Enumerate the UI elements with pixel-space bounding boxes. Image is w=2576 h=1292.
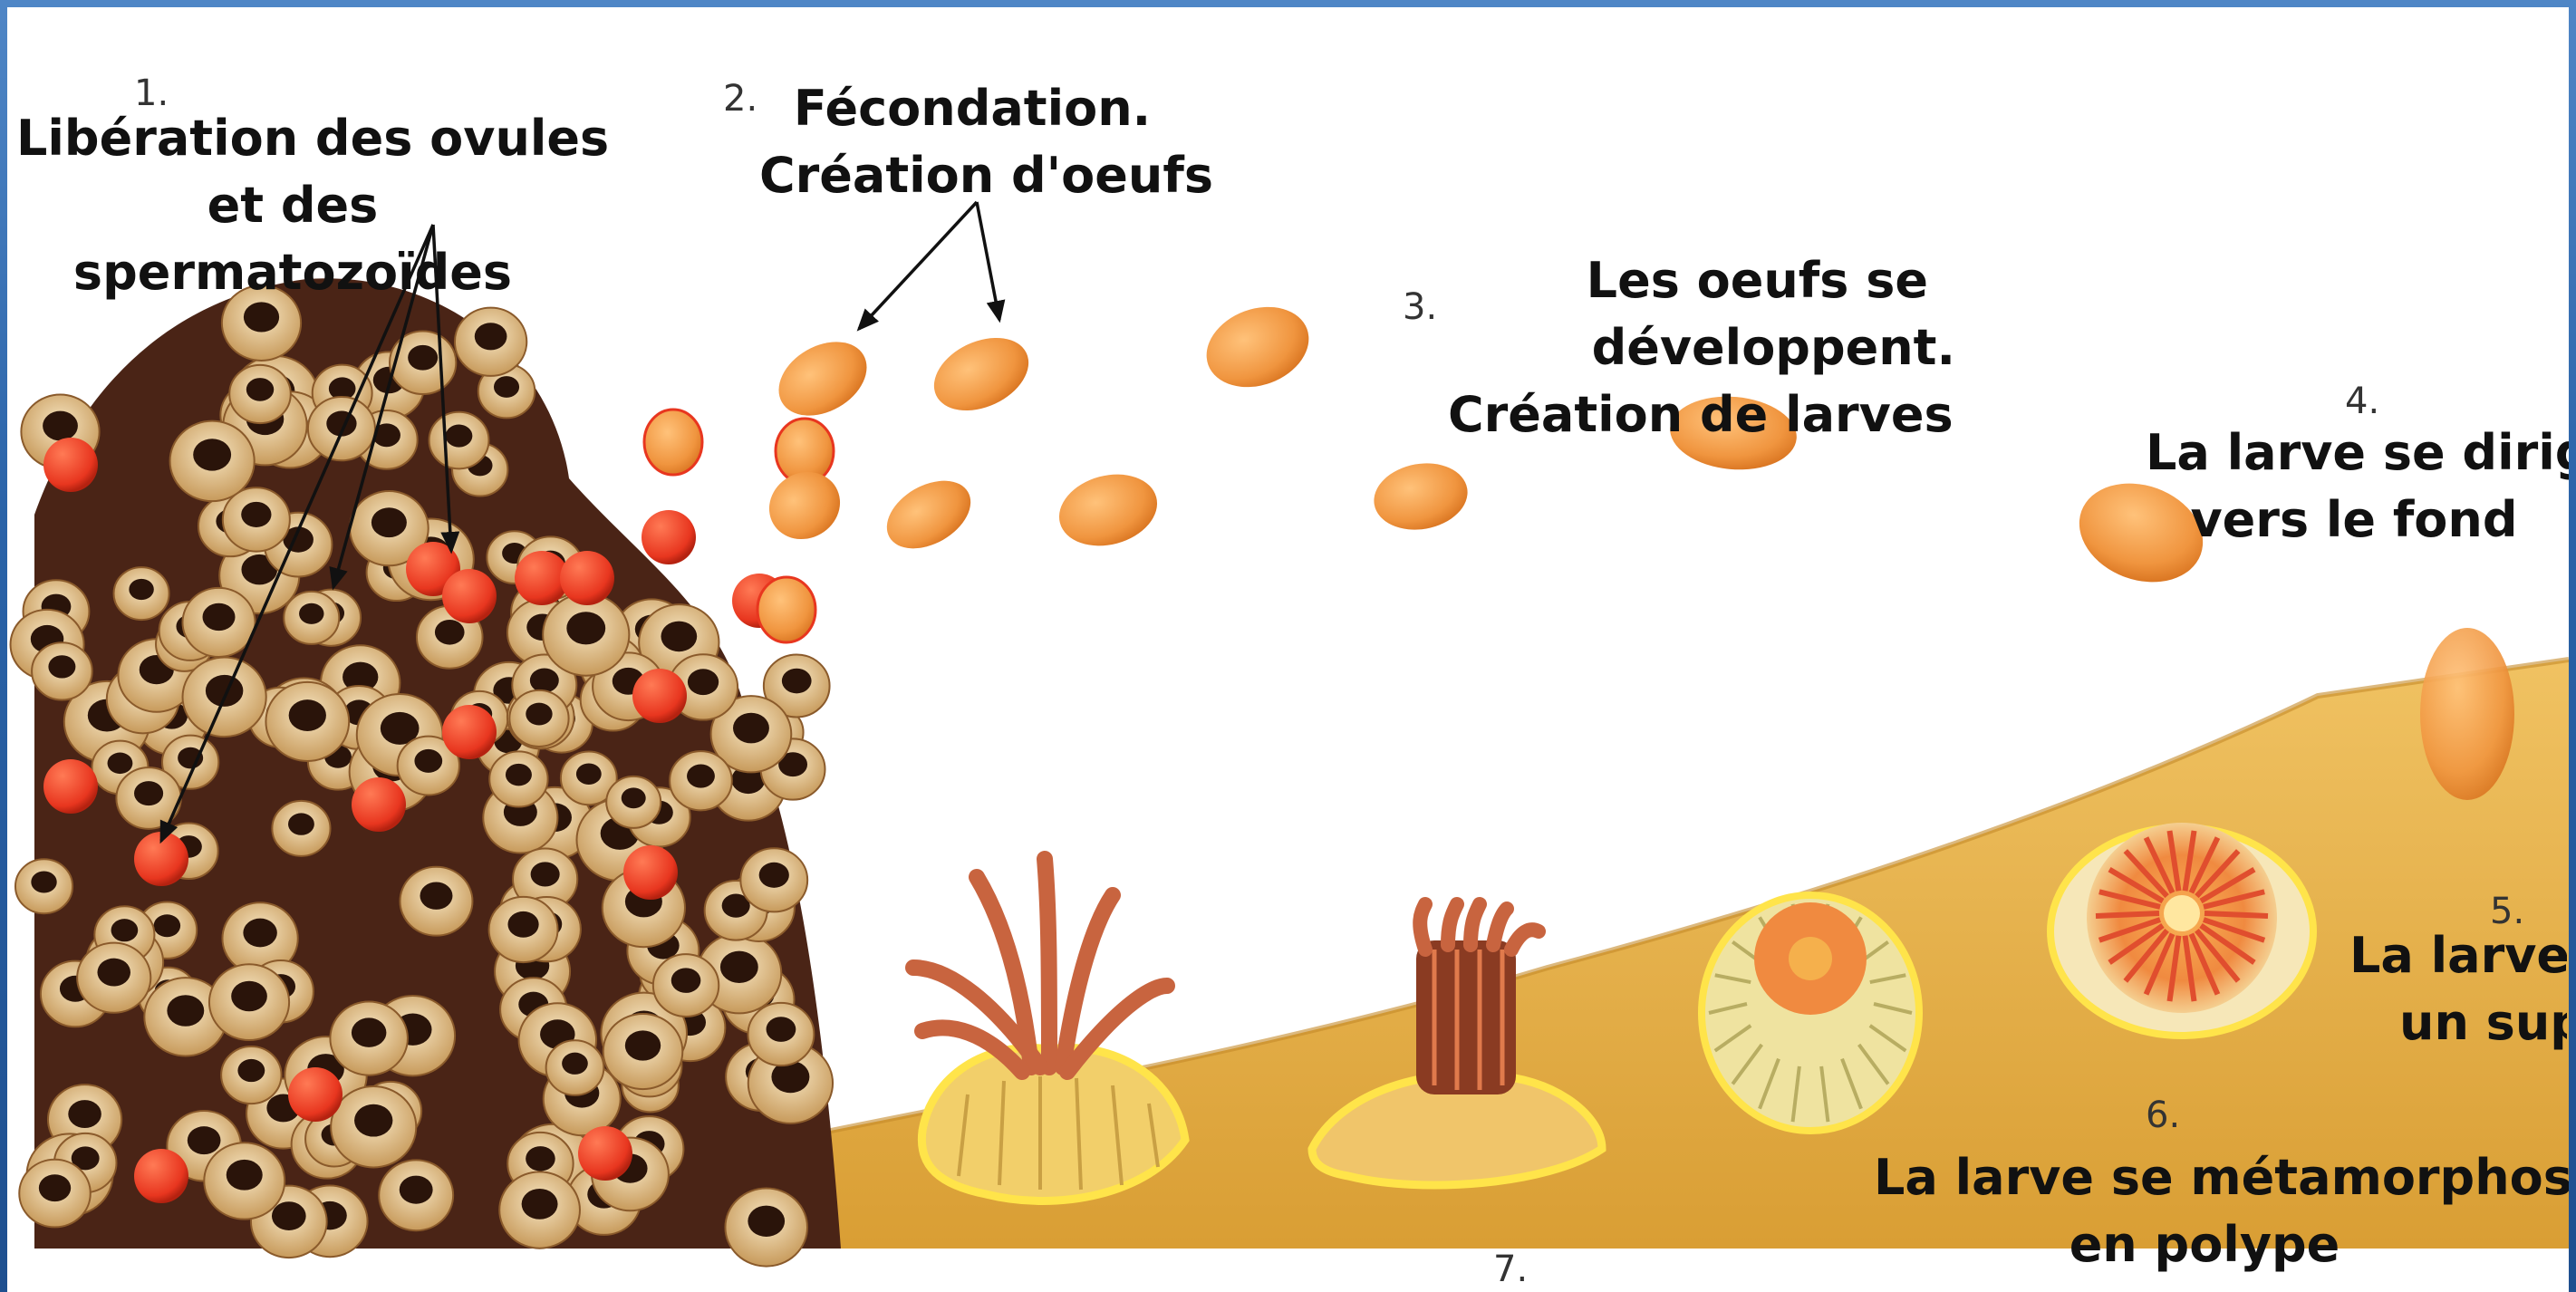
egg: [1369, 457, 1473, 537]
step-1-line-2: et des: [16, 172, 569, 239]
ovule: [288, 1067, 343, 1122]
step-1-line-1: Libération des ovules: [16, 105, 569, 172]
arrow-step2-a: [859, 202, 977, 329]
step-5-line-2: un supp: [2349, 989, 2567, 1056]
coral-cup: [509, 690, 568, 747]
step-4-line-2: vers le fond: [2146, 487, 2562, 554]
settling-disc-2: [2050, 823, 2313, 1036]
egg: [766, 327, 880, 430]
ovule: [623, 845, 678, 900]
coral-cup: [284, 592, 339, 644]
ovule: [560, 551, 614, 605]
step-2-line-1: Fécondation.: [759, 75, 1185, 142]
coral-cup: [272, 801, 330, 856]
ovule: [43, 759, 98, 814]
coral-cup: [489, 751, 547, 806]
coral-cup: [429, 412, 489, 469]
coral-cup: [77, 943, 150, 1013]
coral-cup: [221, 1046, 281, 1104]
step-4-label: La larve se dirige vers le fond: [2146, 419, 2562, 554]
coral-cup: [499, 1171, 580, 1248]
young-polyp-1: [913, 859, 1185, 1201]
coral-cup: [725, 1189, 807, 1267]
ovule: [442, 705, 497, 759]
coral-cup: [15, 859, 72, 913]
coral-cup: [670, 751, 732, 810]
step-3-line-1: Les oeufs se: [1448, 247, 1955, 314]
step-6-line-1: La larve se métamorphose: [1874, 1144, 2535, 1211]
illustration-panel: 1. 2. 3. 4. 5. 6. 7. Libération des ovul…: [7, 7, 2569, 1292]
egg: [1195, 294, 1320, 401]
coral-cup: [229, 365, 291, 423]
coral-cup: [748, 1003, 815, 1065]
ovule: [43, 438, 98, 492]
step-4-number: 4.: [2345, 381, 2379, 422]
arrow-step2-b: [977, 202, 999, 320]
step-1-line-3: spermatozoïdes: [16, 239, 569, 306]
step-3-line-3: Création de larves: [1448, 381, 1955, 448]
coral-cup: [223, 487, 290, 551]
step-6-line-2: en polype: [1874, 1211, 2535, 1278]
larva-near-bottom: [2420, 628, 2514, 800]
coral-cup: [204, 1143, 285, 1219]
ovule: [642, 510, 696, 564]
settling-disc-1: [1702, 895, 1919, 1131]
ovule: [352, 777, 406, 832]
coral-cup: [170, 421, 255, 501]
coral-cup: [114, 567, 169, 620]
coral-cup: [653, 954, 719, 1017]
coral-cup: [330, 1001, 407, 1075]
egg: [1051, 464, 1165, 556]
coral-cup: [543, 593, 629, 675]
step-6-number: 6.: [2146, 1094, 2180, 1136]
step-6-label: La larve se métamorphose en polype: [1874, 1144, 2535, 1278]
step-3-number: 3.: [1403, 286, 1437, 328]
ovule: [644, 410, 702, 475]
step-2-number: 2.: [723, 78, 757, 120]
coral-cup: [182, 588, 255, 657]
ovule: [578, 1126, 632, 1181]
ovule: [442, 569, 497, 623]
step-2-line-2: Création d'oeufs: [759, 142, 1185, 209]
coral-cup: [606, 776, 661, 828]
coral-cup: [455, 308, 526, 376]
egg: [875, 467, 983, 562]
coral-cup: [331, 1086, 416, 1167]
step-3-line-2: développent.: [1448, 314, 1955, 381]
coral-cup: [32, 642, 92, 699]
step-1-label: Libération des ovules et des spermatozoï…: [16, 105, 569, 306]
coral-cup: [19, 1160, 91, 1228]
ovule: [757, 577, 815, 642]
step-5-label: La larve s un supp: [2349, 922, 2567, 1056]
coral-colony: [11, 278, 841, 1266]
step-3-label: Les oeufs se développent. Création de la…: [1448, 247, 1955, 448]
egg: [922, 323, 1040, 425]
egg: [757, 459, 852, 552]
step-4-line-1: La larve se dirige: [2146, 419, 2562, 487]
coral-cup: [400, 867, 473, 936]
ovule: [134, 1149, 188, 1203]
coral-cup: [209, 964, 289, 1040]
coral-cup: [265, 682, 349, 761]
coral-cup: [379, 1160, 453, 1230]
ovule: [632, 669, 687, 723]
coral-cup: [603, 1014, 683, 1089]
coral-cup: [740, 848, 807, 911]
coral-cup: [489, 897, 558, 962]
coral-cup: [546, 1040, 604, 1095]
step-7-number: 7.: [1493, 1249, 1528, 1290]
step-5-line-1: La larve s: [2349, 922, 2567, 989]
step-2-label: Fécondation. Création d'oeufs: [759, 75, 1185, 209]
